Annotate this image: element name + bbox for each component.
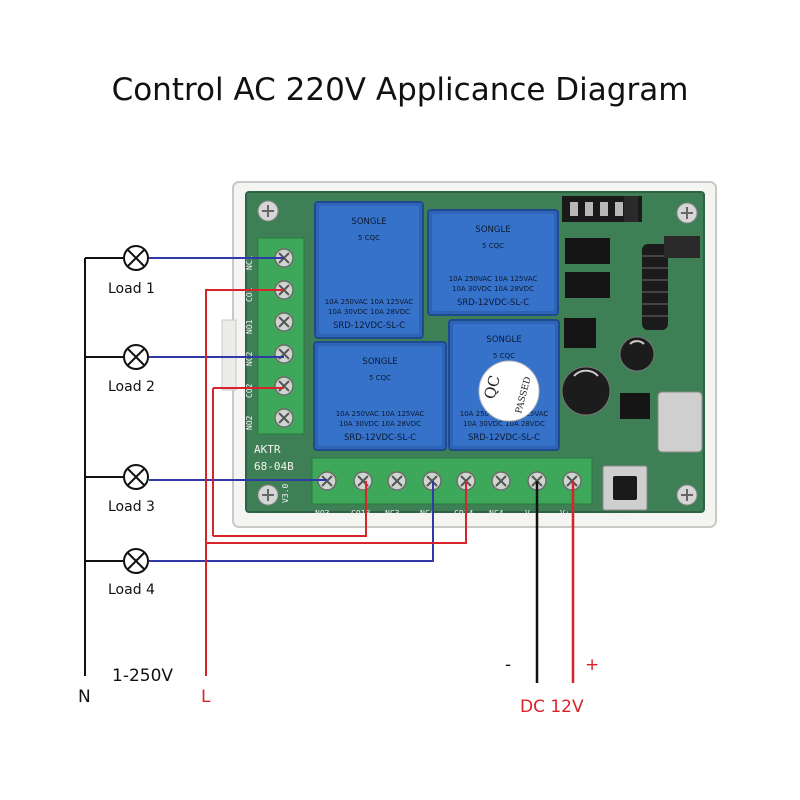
relay-text: 10A 30VDC 10A 28VDC: [339, 420, 421, 428]
antenna-coil: [642, 236, 700, 330]
left-pin-label: CO2: [245, 383, 254, 398]
ic-chip: [620, 393, 650, 419]
terminal-screw: [274, 376, 294, 396]
bottom-pin-label: V+: [560, 509, 570, 518]
relay-text: 5 CQC: [493, 352, 515, 360]
load4-wire: [149, 481, 434, 562]
line-label: L: [201, 687, 211, 707]
relay-text: SONGLE: [351, 217, 386, 227]
bottom-pin-label: CO13: [351, 509, 370, 518]
terminal-screw: [274, 312, 294, 332]
relay-text: 5 CQC: [358, 234, 380, 242]
load-lamp-2: [123, 344, 149, 370]
terminal-screw: [317, 471, 337, 491]
load-2-label: Load 2: [108, 379, 155, 395]
bottom-pin-label: NC4: [489, 509, 504, 518]
line-bus-co13: [213, 481, 367, 537]
load-lamp-3: [123, 464, 149, 490]
qc-label: QC: [480, 373, 504, 401]
ic-chip: [565, 238, 610, 264]
board-model-line2: 68-04B: [254, 460, 294, 473]
relay-text: SRD-12VDC-SL-C: [457, 298, 529, 308]
relay-text: 5 CQC: [369, 374, 391, 382]
capacitor: [561, 366, 611, 416]
relay-text: SRD-12VDC-SL-C: [344, 433, 416, 443]
relay-text: 10A 30VDC 10A 28VDC: [452, 285, 534, 293]
relay-text: SRD-12VDC-SL-C: [468, 433, 540, 443]
terminal-screw: [353, 471, 373, 491]
dc-voltage-label: DC 12V: [520, 697, 584, 717]
relay-text: 10A 250VAC 10A 125VAC: [336, 410, 425, 418]
relay-text: SONGLE: [475, 225, 510, 235]
load-1-label: Load 1: [108, 281, 155, 297]
line-bus: [206, 481, 467, 544]
mount-screw: [257, 484, 279, 506]
terminal-screw: [274, 344, 294, 364]
load-lamp-4: [123, 548, 149, 574]
relay-text: 10A 30VDC 10A 28VDC: [463, 420, 545, 428]
ic-chip: [565, 272, 610, 298]
voltage-label: 1-250V: [112, 666, 173, 686]
qc-sticker: QC PASSED: [478, 360, 540, 422]
line-wire: [205, 289, 284, 676]
mount-screw: [676, 202, 698, 224]
dc-plus-label: +: [585, 655, 599, 675]
relay-3: SONGLE 5 CQC 10A 250VAC 10A 125VAC 10A 30VD…: [313, 341, 447, 451]
load-lamp-1: [123, 245, 149, 271]
terminal-screw: [491, 471, 511, 491]
bottom-pin-label: NO3: [315, 509, 330, 518]
dc-minus-label: -: [505, 655, 511, 675]
terminal-screw: [387, 471, 407, 491]
relay-text: 10A 250VAC 10A 125VAC: [325, 298, 414, 306]
relay-text: 10A 30VDC 10A 28VDC: [328, 308, 410, 316]
bottom-pin-label: NC3: [385, 509, 400, 518]
load-4-label: Load 4: [108, 582, 155, 598]
wires: [84, 257, 575, 683]
board-version: V3.0: [281, 484, 290, 503]
relay-text: SRD-12VDC-SL-C: [333, 321, 405, 331]
bottom-pin-labels: NO3 CO13 NC3 NC4 CO14 NC4 V- V+: [315, 509, 570, 518]
board-model-line1: AKTR: [254, 443, 281, 456]
neutral-label: N: [78, 687, 91, 707]
pin-header: [562, 196, 642, 222]
mount-screw: [257, 200, 279, 222]
left-pin-label: NC2: [245, 351, 254, 366]
left-terminal-block: [257, 237, 305, 435]
relay-text: SONGLE: [486, 335, 521, 345]
relay-text: SONGLE: [362, 357, 397, 367]
relay-text: 5 CQC: [482, 242, 504, 250]
bottom-pin-label: V-: [525, 509, 535, 518]
bottom-terminal-block: [311, 457, 593, 505]
relay-1: SONGLE 5 CQC 10A 250VAC 10A 125VAC 10A 30VD…: [314, 201, 424, 339]
mount-screw: [676, 484, 698, 506]
ic-chip: [564, 318, 596, 348]
learn-label: LEARN: [606, 513, 630, 522]
left-pin-label: NC1: [245, 255, 254, 270]
left-pin-label: CO1: [245, 287, 254, 302]
bottom-pin-label: NC4: [420, 509, 435, 518]
capacitor: [619, 336, 655, 372]
load-3-label: Load 3: [108, 499, 155, 515]
left-pin-label: NO1: [245, 319, 254, 334]
bottom-pin-label: CO14: [454, 509, 473, 518]
terminal-screw: [274, 408, 294, 428]
relay-text: 10A 250VAC 10A 125VAC: [449, 275, 538, 283]
diagram-title: Control AC 220V Applicance Diagram: [112, 72, 689, 108]
left-pin-label: NO2: [245, 415, 254, 430]
relay-2: SONGLE 5 CQC 10A 250VAC 10A 125VAC 10A 30VD…: [427, 209, 559, 316]
crystal: [657, 391, 703, 453]
learn-button[interactable]: [602, 465, 648, 511]
